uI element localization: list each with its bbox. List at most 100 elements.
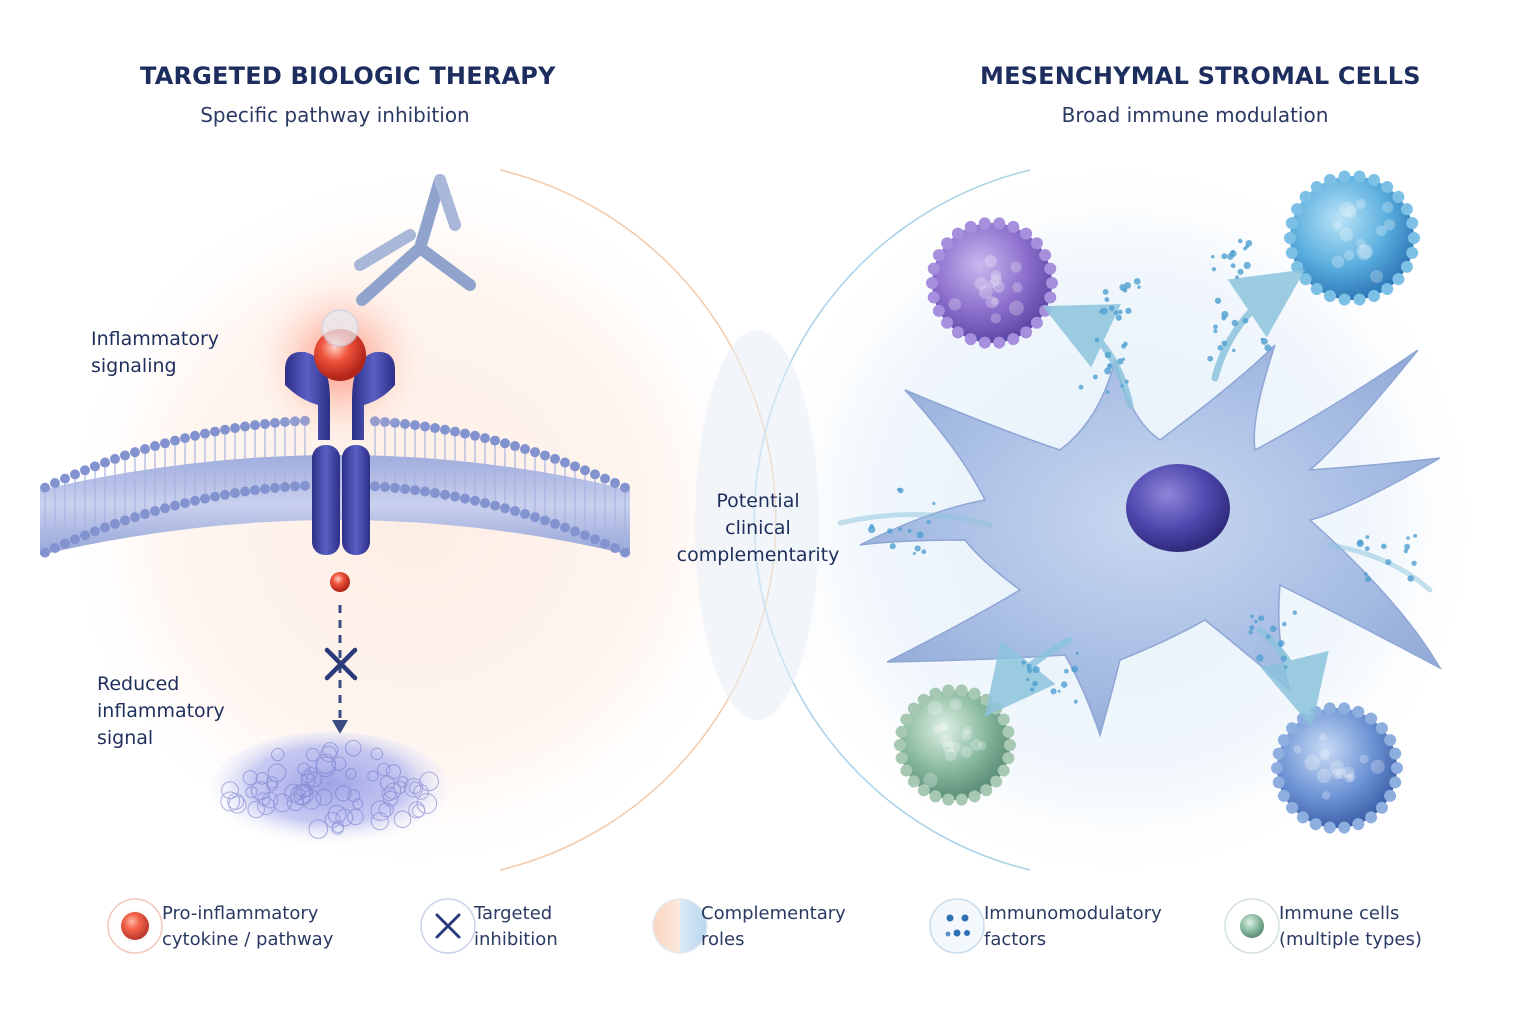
cell-texture bbox=[1321, 791, 1331, 800]
lipid-head bbox=[580, 465, 590, 476]
cell-texture bbox=[1316, 768, 1332, 784]
cell-bump bbox=[1338, 293, 1351, 306]
blob-bubble bbox=[286, 793, 305, 812]
factor-dot bbox=[1264, 344, 1272, 352]
cell-bump bbox=[968, 687, 981, 700]
cell-bump bbox=[1392, 190, 1405, 203]
blob-bubble bbox=[304, 766, 318, 780]
factor-dot bbox=[868, 525, 876, 534]
legend-line: Immunomodulatory bbox=[984, 903, 1162, 924]
factor-dot bbox=[907, 528, 912, 533]
lipid-head bbox=[90, 461, 100, 472]
cell-bump bbox=[1389, 747, 1402, 760]
lipid-head bbox=[500, 503, 510, 514]
lipid-head bbox=[420, 486, 430, 497]
blob-bubble bbox=[416, 793, 438, 814]
lipid-head bbox=[210, 491, 220, 502]
factor-dot bbox=[1050, 688, 1057, 695]
blob-bubble bbox=[397, 776, 409, 788]
factor-dot bbox=[1115, 314, 1122, 321]
lipid-head bbox=[110, 453, 120, 464]
cell-bump bbox=[1384, 789, 1397, 802]
lipid-head bbox=[40, 482, 50, 493]
cell-bump bbox=[894, 739, 906, 751]
blob-bubble bbox=[370, 747, 384, 761]
reduced-signal-blob bbox=[210, 732, 450, 848]
lipid-head bbox=[230, 423, 240, 434]
lipid-head bbox=[530, 447, 540, 458]
legend-line: (multiple types) bbox=[1279, 929, 1422, 950]
lipid-head bbox=[500, 438, 510, 449]
cell-texture bbox=[963, 726, 973, 735]
blob-bubble bbox=[221, 781, 239, 800]
factor-dot bbox=[1113, 310, 1119, 316]
factor-dot bbox=[1214, 297, 1222, 304]
lipid-head bbox=[520, 509, 530, 520]
cell-bump bbox=[895, 752, 908, 765]
lipid-head bbox=[180, 498, 190, 509]
cell-texture bbox=[960, 746, 973, 758]
lipid-head bbox=[280, 482, 290, 493]
factor-dot bbox=[1211, 267, 1217, 272]
label-line: inflammatory bbox=[97, 700, 225, 722]
cell-bump bbox=[917, 784, 930, 797]
cell-texture bbox=[950, 698, 962, 711]
legend-line: Immune cells bbox=[1279, 903, 1400, 924]
cell-texture bbox=[1319, 749, 1331, 761]
cell-bump bbox=[1400, 260, 1413, 273]
cell-texture bbox=[940, 734, 953, 748]
factor-dot bbox=[1124, 379, 1129, 384]
lipid-head bbox=[220, 489, 230, 500]
factor-dot bbox=[1125, 307, 1132, 315]
cell-bump bbox=[1310, 180, 1323, 193]
factor-dot bbox=[1280, 655, 1287, 662]
cell-bump bbox=[941, 237, 954, 250]
blob-bubble bbox=[315, 753, 336, 775]
cell-bump bbox=[1291, 203, 1304, 216]
factor-dot bbox=[1237, 238, 1243, 244]
lipid-head bbox=[220, 424, 230, 435]
lipid-head bbox=[250, 420, 260, 431]
factor-dot bbox=[1242, 317, 1249, 324]
cell-texture bbox=[923, 773, 938, 788]
blob-bubble bbox=[242, 770, 258, 786]
lipid-head bbox=[380, 482, 390, 493]
factor-dot bbox=[1123, 341, 1128, 347]
lipid-head bbox=[290, 481, 300, 492]
factor-dot bbox=[1235, 275, 1239, 280]
blob-bubble bbox=[308, 819, 329, 839]
lipid-head bbox=[610, 478, 620, 489]
blob-bubble bbox=[377, 762, 391, 777]
cell-bump bbox=[932, 304, 945, 317]
factor-dot bbox=[1248, 630, 1253, 635]
cell-texture bbox=[978, 285, 993, 300]
cell-bump bbox=[990, 775, 1003, 788]
lipid-head bbox=[140, 509, 150, 520]
blob-bubble bbox=[284, 783, 304, 803]
factor-dot bbox=[1292, 610, 1297, 615]
factor-dot bbox=[1231, 319, 1239, 327]
factor-dot bbox=[1221, 253, 1228, 260]
legend-item-inhibition: Targeted inhibition bbox=[474, 901, 558, 953]
cell-bump bbox=[1352, 705, 1365, 718]
cell-bump bbox=[1338, 702, 1351, 715]
blob-bubble bbox=[322, 742, 339, 759]
factor-dot bbox=[1213, 329, 1218, 334]
blob-bubble bbox=[352, 798, 364, 810]
cell-bump bbox=[1353, 170, 1366, 183]
lipid-head bbox=[260, 483, 270, 494]
cell-bump bbox=[1384, 734, 1397, 747]
blob-bubble bbox=[411, 804, 426, 818]
lipid-head bbox=[240, 486, 250, 497]
cell-bump bbox=[1272, 776, 1285, 789]
cell-texture bbox=[942, 740, 955, 753]
factor-dot bbox=[1232, 348, 1236, 353]
factor-dot bbox=[1403, 548, 1408, 554]
cell-texture bbox=[1332, 221, 1342, 231]
factor-dot bbox=[1121, 357, 1126, 361]
cell-texture bbox=[1376, 225, 1387, 237]
cell-bump bbox=[1039, 249, 1052, 262]
factor-dot bbox=[1073, 699, 1078, 704]
cell-texture bbox=[1358, 244, 1374, 259]
lipid-head bbox=[60, 538, 70, 549]
